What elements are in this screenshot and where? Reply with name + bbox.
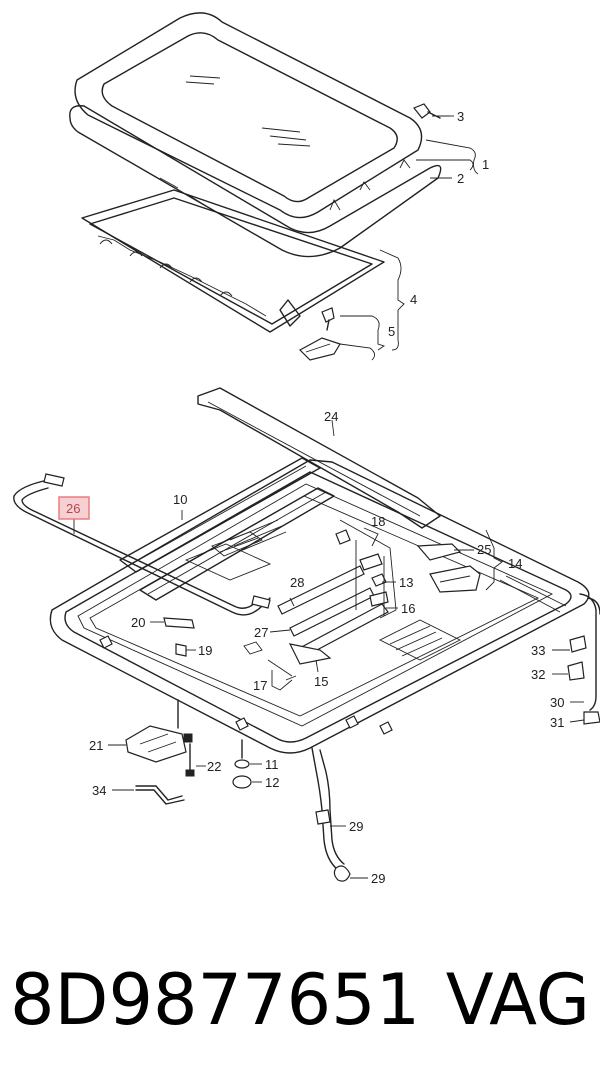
drive-motor-21	[125, 699, 193, 763]
callout-28: 28	[290, 575, 304, 590]
sunroof-exploded-diagram: 3 1 2 4 5 24 10 18 25 14 28 13 16 20 27 …	[13, 12, 600, 886]
callout-15: 15	[314, 674, 328, 689]
drain-hose-right	[567, 593, 600, 725]
callout-1: 1	[482, 157, 489, 172]
callout-26: 26	[66, 501, 80, 516]
wind-deflector-24	[197, 387, 441, 529]
washer-part-11	[232, 739, 252, 789]
callout-19: 19	[198, 643, 212, 658]
callout-5: 5	[388, 324, 395, 339]
callout-3: 3	[457, 109, 464, 124]
callout-20: 20	[131, 615, 145, 630]
callout-14: 14	[508, 556, 522, 571]
callout-13: 13	[399, 575, 413, 590]
callout-29-right: 30	[550, 695, 564, 710]
callout-4: 4	[410, 292, 417, 307]
callout-29-front: 29	[349, 819, 363, 834]
callout-25: 25	[477, 542, 491, 557]
callout-32: 32	[531, 667, 545, 682]
callout-2: 2	[457, 171, 464, 186]
roof-frame	[81, 189, 385, 333]
callout-34: 34	[92, 783, 106, 798]
caption-bar: 8D9877651 VAG	[10, 940, 590, 1060]
drain-hose-front	[311, 747, 351, 882]
callout-17: 17	[253, 678, 267, 693]
screw-part-22	[185, 743, 195, 777]
callout-18: 18	[371, 514, 385, 529]
sunroof-tray-frame	[49, 457, 590, 754]
callout-22: 22	[207, 759, 221, 774]
emergency-crank-34	[135, 785, 185, 805]
glass-seal	[69, 105, 442, 258]
callout-11: 11	[265, 757, 279, 772]
callout-10: 10	[173, 492, 187, 507]
callout-12: 12	[265, 775, 279, 790]
callout-31: 31	[550, 715, 564, 730]
callout-24: 24	[324, 409, 338, 424]
callout-30: 29	[371, 871, 385, 886]
brand-name: VAG	[445, 959, 590, 1041]
screw-part-3	[413, 103, 441, 119]
callout-27: 27	[254, 625, 268, 640]
highlighted-part-26: 26	[58, 496, 90, 520]
glass-panel	[74, 12, 423, 219]
callout-33: 33	[531, 643, 545, 658]
callout-16: 16	[401, 601, 415, 616]
drive-cable-26	[13, 473, 271, 616]
guide-rails-mechanism	[163, 519, 481, 681]
highlight-box	[58, 496, 90, 520]
part-number: 8D9877651	[10, 959, 421, 1041]
callout-21: 21	[89, 738, 103, 753]
deflector-parts	[299, 307, 341, 361]
